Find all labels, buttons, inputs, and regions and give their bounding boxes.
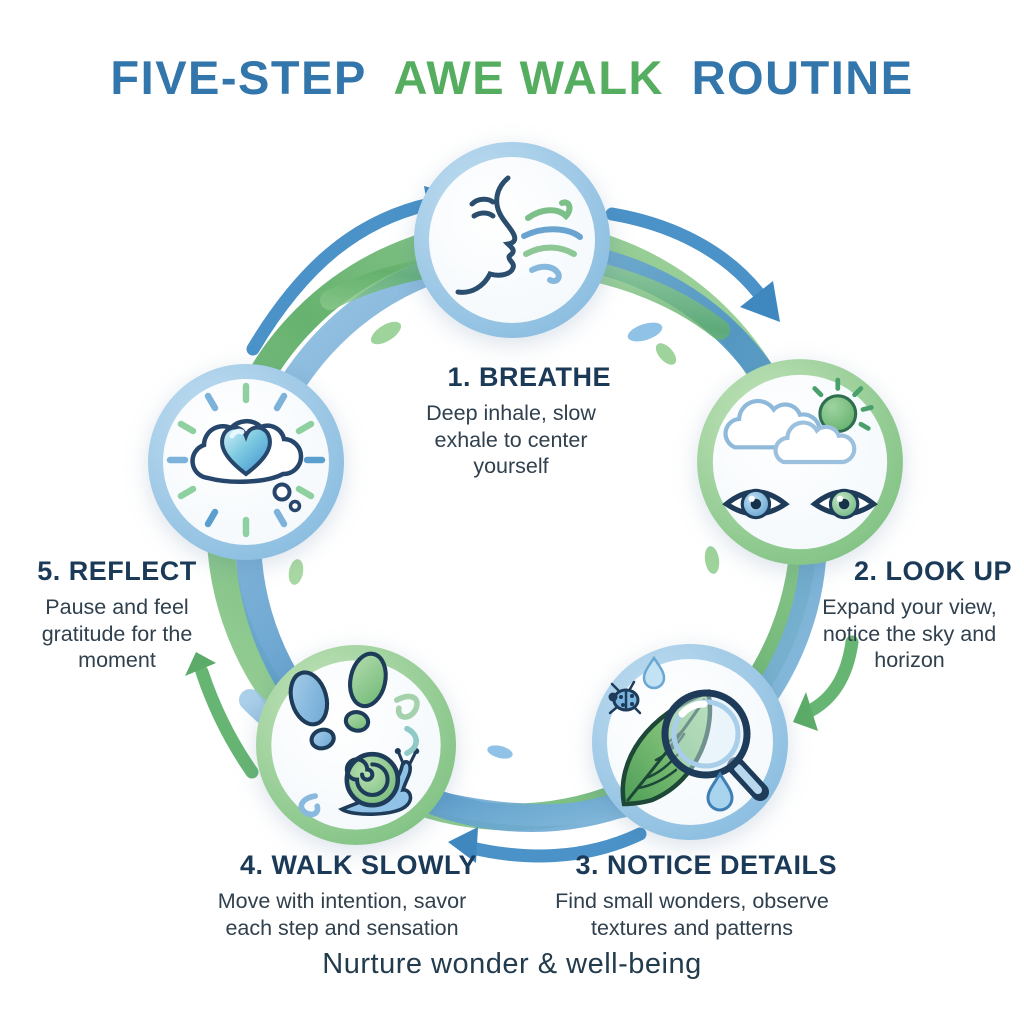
- leaf-decorations: [288, 321, 720, 759]
- arrow-notice-to-walk: [448, 827, 647, 863]
- title-part-1: FIVE-STEP: [110, 51, 366, 104]
- arrow-lookup-to-notice: [793, 635, 859, 731]
- arrow-breathe-to-lookup: [605, 207, 780, 322]
- step-node-breathe: [412, 140, 612, 345]
- step-label: 2. LOOK UP: [853, 556, 1012, 586]
- radiating-rays: [166, 382, 326, 538]
- step-text-breathe: 1. BREATHE Deep inhale, slow exhale to c…: [411, 362, 611, 480]
- step-node-look-up: [695, 357, 905, 572]
- step-text-walk-slowly: 4. WALK SLOWLY Move with intention, savo…: [207, 850, 477, 941]
- snail-icon: [338, 748, 420, 816]
- step-label: 1. BREATHE: [447, 362, 611, 392]
- ladybug-icon: [608, 680, 642, 715]
- step-node-walk-slowly: [254, 643, 458, 852]
- step-text-reflect: 5. REFLECT Pause and feel gratitude for …: [37, 556, 196, 674]
- step-node-notice-details: [590, 642, 790, 847]
- step-description: Move with intention, savor each step and…: [217, 889, 467, 940]
- step-label: 5. REFLECT: [37, 556, 197, 586]
- step-label: 3. NOTICE DETAILS: [575, 850, 837, 880]
- title-part-3: ROUTINE: [691, 51, 914, 104]
- thought-cloud-heart-icon: [148, 364, 344, 560]
- arrow-walk-to-reflect: [185, 652, 259, 779]
- eyes-sky-clouds-sun-icon: [697, 359, 903, 565]
- step-description: Deep inhale, slow exhale to center yours…: [426, 401, 596, 479]
- footprints-snail-icon: [256, 645, 456, 845]
- step-text-notice-details: 3. NOTICE DETAILS Find small wonders, ob…: [547, 850, 837, 941]
- step-description: Pause and feel gratitude for the moment: [41, 595, 193, 673]
- step-description: Expand your view, notice the sky and hor…: [822, 595, 997, 673]
- step-label: 4. WALK SLOWLY: [239, 850, 477, 880]
- magnifier-leaf-ladybug-icon: [592, 644, 788, 840]
- step-text-look-up: 2. LOOK UP Expand your view, notice the …: [807, 556, 1012, 674]
- page-title: FIVE-STEP AWE WALK ROUTINE: [0, 50, 1024, 105]
- step-node-reflect: [146, 362, 346, 567]
- face-breathing-icon: [414, 142, 610, 338]
- step-description: Find small wonders, observe textures and…: [555, 889, 829, 940]
- title-part-2: AWE WALK: [393, 51, 664, 104]
- tagline: Nurture wonder & well-being: [322, 948, 702, 980]
- water-droplet-icons: [642, 655, 734, 812]
